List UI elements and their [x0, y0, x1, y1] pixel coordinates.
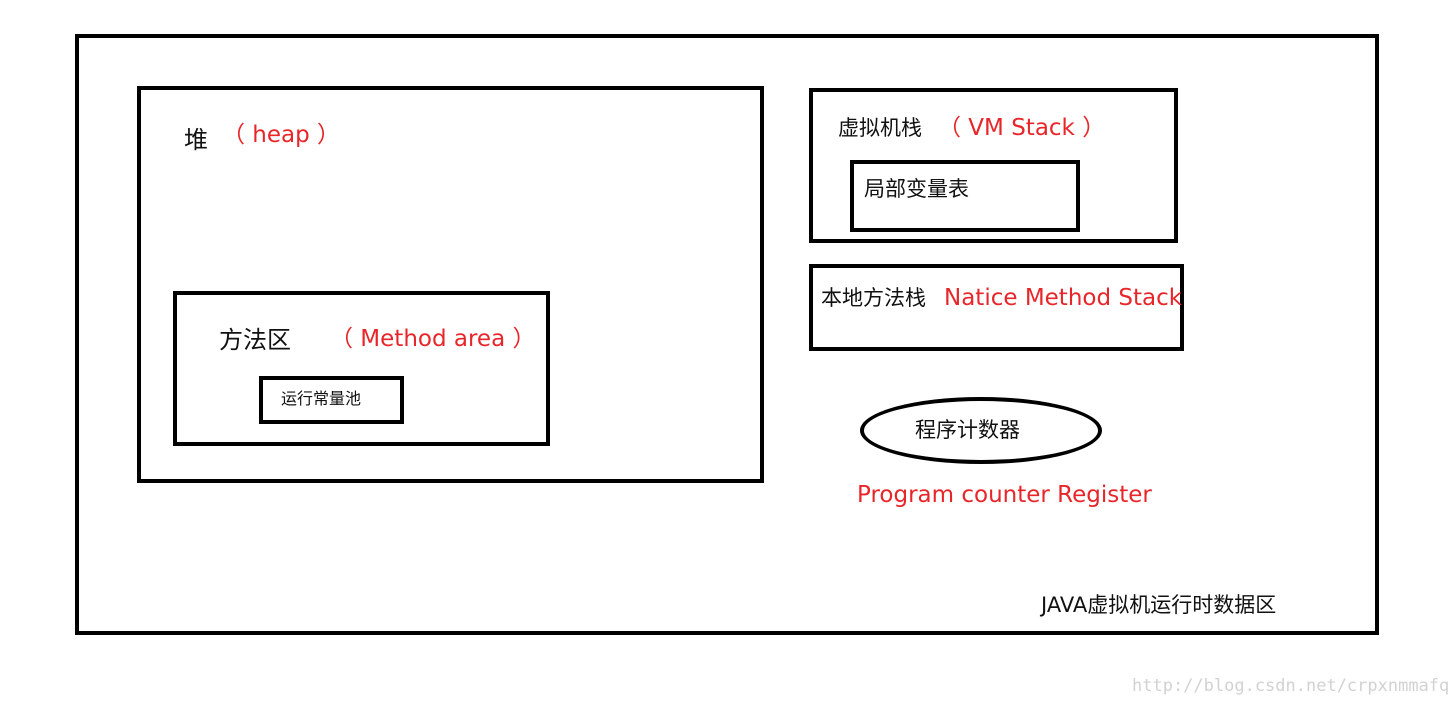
program-counter-subtitle: Program counter Register — [857, 482, 1152, 508]
watermark-url: http://blog.csdn.net/crpxnmmafq — [1132, 676, 1450, 696]
native-method-stack-title: 本地方法栈 — [821, 286, 926, 310]
heap-box — [137, 86, 764, 483]
vm-stack-box — [809, 88, 1178, 243]
program-counter-label: 程序计数器 — [915, 418, 1020, 442]
constant-pool-box — [259, 376, 404, 424]
program-counter-ellipse — [860, 397, 1102, 464]
local-vars-box — [850, 160, 1080, 232]
jvm-runtime-data-area-label: JAVA虚拟机运行时数据区 — [1041, 593, 1277, 617]
vm-stack-subtitle: （ VM Stack ） — [938, 115, 1106, 141]
method-area-box — [173, 291, 550, 446]
jvm-runtime-data-area — [75, 34, 1379, 635]
heap-subtitle: （ heap ） — [222, 122, 341, 148]
native-method-stack-subtitle: Natice Method Stack — [944, 285, 1183, 311]
method-area-subtitle: （ Method area ） — [330, 326, 536, 352]
native-method-stack-box — [809, 264, 1184, 351]
constant-pool-label: 运行常量池 — [281, 389, 362, 408]
method-area-title: 方法区 — [219, 326, 291, 354]
local-vars-label: 局部变量表 — [864, 177, 969, 201]
vm-stack-title: 虚拟机栈 — [838, 116, 922, 140]
heap-title: 堆 — [184, 126, 208, 154]
